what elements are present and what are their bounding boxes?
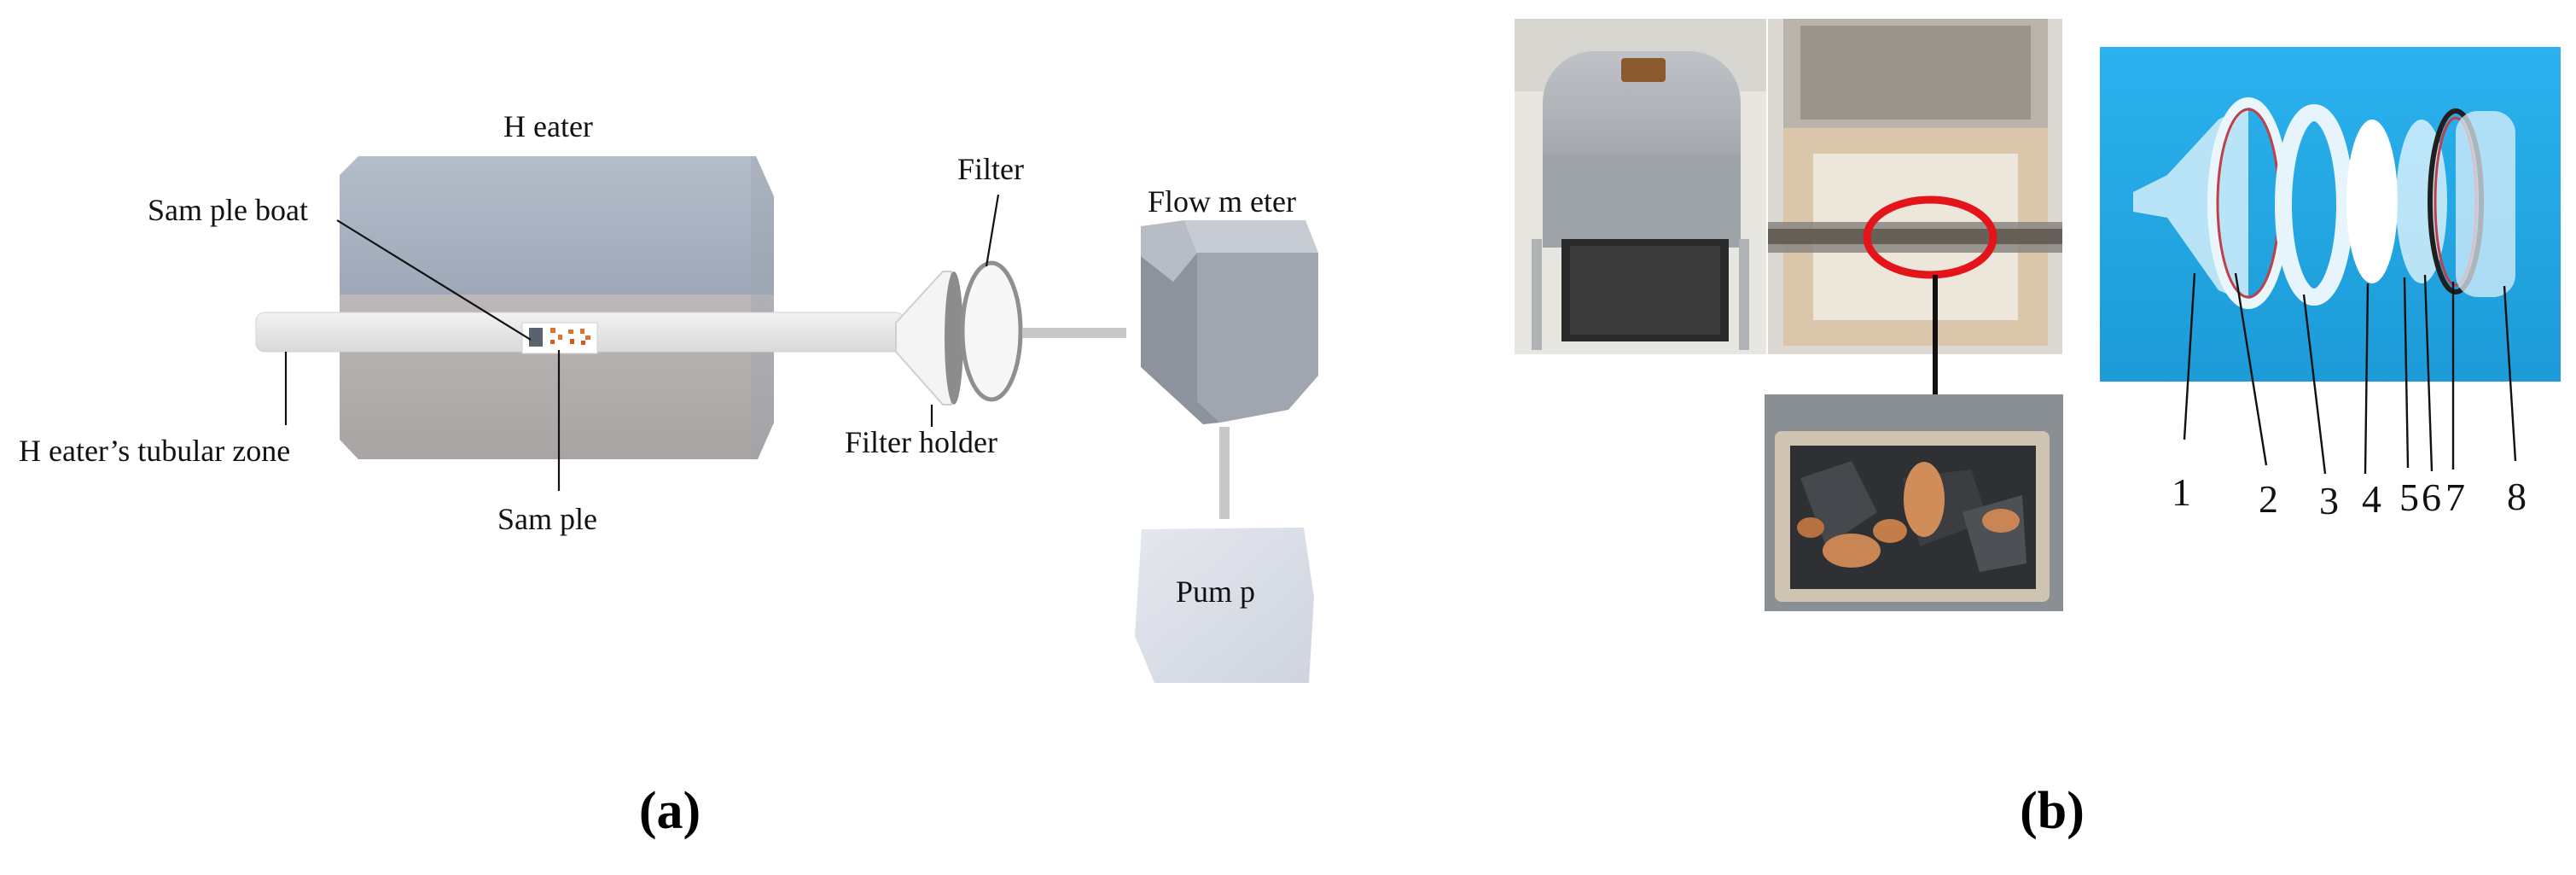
part-number-5: 5	[2399, 475, 2419, 519]
photo-filter-holder-parts	[2100, 47, 2561, 382]
photo-sample-boat	[1765, 394, 2063, 611]
label-sample-boat: Sam ple boat	[148, 193, 308, 227]
label-sample: Sam ple	[497, 502, 597, 536]
part-number-8: 8	[2507, 475, 2527, 518]
label-heater-tubular-zone: H eater’s tubular zone	[19, 434, 290, 468]
pump	[1135, 528, 1314, 683]
filter	[960, 260, 1023, 402]
photo-furnace-open	[1768, 19, 2062, 354]
label-filter-holder: Filter holder	[845, 425, 997, 459]
part-number-6: 6	[2422, 475, 2441, 519]
part-number-4: 4	[2362, 477, 2381, 521]
part-number-7: 7	[2445, 475, 2465, 519]
part-pointer-lines	[2183, 272, 2517, 475]
part-number-2: 2	[2259, 477, 2278, 521]
panel-a-schematic: H eater Filter Flow m eter Sam ple boat …	[19, 109, 1318, 840]
heater-body	[340, 156, 774, 459]
pipe-flowmeter-to-pump	[1219, 427, 1230, 519]
highlight-circle	[1863, 195, 1997, 279]
pipe-filter-to-flowmeter	[1022, 328, 1126, 338]
caption-b: (b)	[2020, 782, 2085, 840]
panel-b-photos: 1 2 3 4 5 6 7 8 (b)	[1515, 19, 2561, 840]
leader-lines	[284, 194, 1000, 491]
label-pump: Pum p	[1176, 575, 1255, 609]
sample	[550, 328, 590, 345]
photo-furnace-closed	[1515, 19, 1766, 354]
part-number-1: 1	[2172, 470, 2191, 514]
label-flowmeter: Flow m eter	[1148, 184, 1296, 219]
filter-holder	[895, 271, 963, 405]
part-number-3: 3	[2319, 479, 2339, 522]
flowmeter	[1141, 220, 1318, 424]
label-heater: H eater	[503, 109, 593, 143]
caption-a: (a)	[639, 782, 701, 840]
label-filter: Filter	[957, 152, 1024, 186]
